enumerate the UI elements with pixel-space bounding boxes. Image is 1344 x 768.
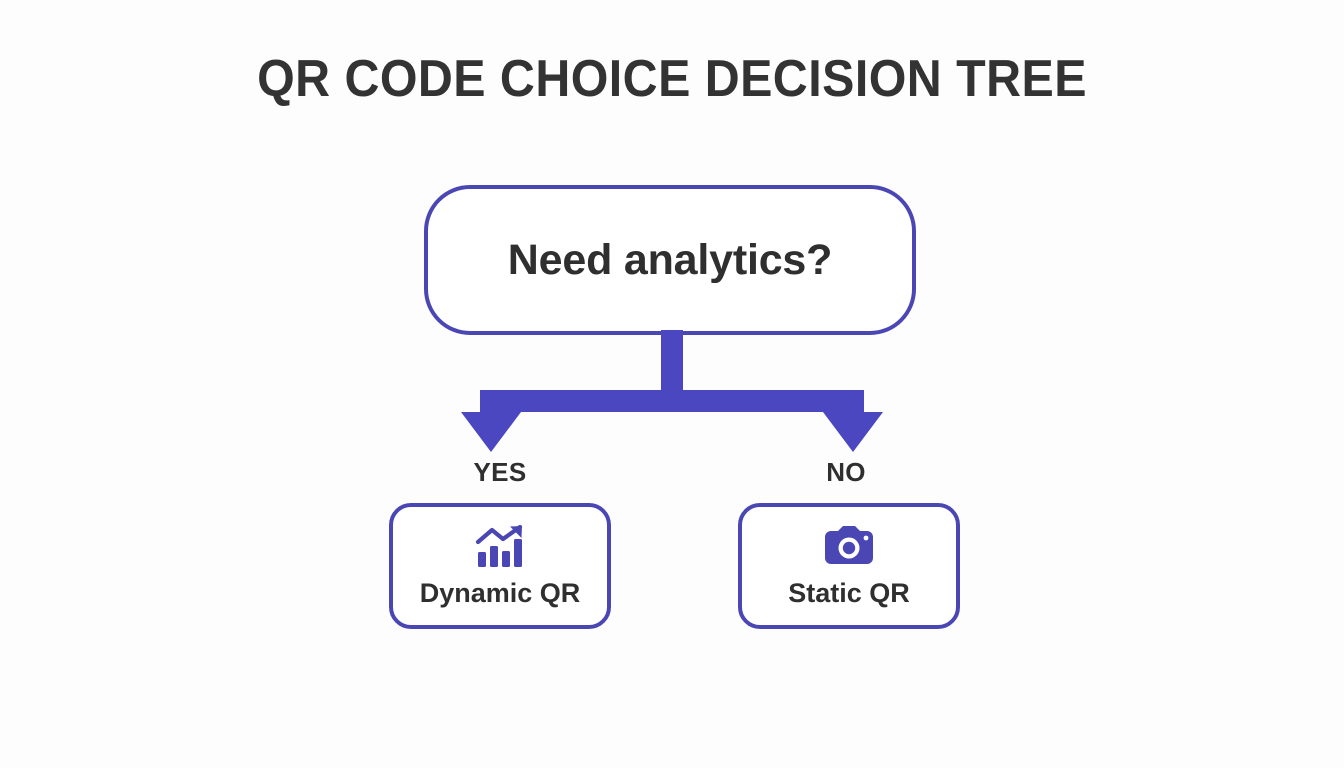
connector-right-arrowhead xyxy=(823,412,883,452)
outcome-node-dynamic-qr[interactable]: Dynamic QR xyxy=(389,503,611,629)
outcome-node-label: Static QR xyxy=(788,578,910,608)
outcome-node-static-qr[interactable]: Static QR xyxy=(738,503,960,629)
branch-connector xyxy=(461,330,883,452)
connector-left-arrowhead xyxy=(461,412,521,452)
connector-right-drop xyxy=(842,390,864,412)
connector-stem xyxy=(661,330,683,392)
connector-left-drop xyxy=(480,390,502,412)
decision-node-label: Need analytics? xyxy=(507,235,833,284)
camera-icon xyxy=(825,526,873,564)
connector-crossbar xyxy=(480,390,864,412)
branch-label-yes: YES xyxy=(473,457,527,487)
outcome-node-label: Dynamic QR xyxy=(419,578,581,608)
decision-node-need-analytics[interactable]: Need analytics? xyxy=(424,185,916,335)
bar-chart-trending-up-icon xyxy=(475,525,523,567)
branch-label-no: NO xyxy=(826,457,866,487)
page-title: QR CODE CHOICE DECISION TREE xyxy=(257,50,1087,108)
